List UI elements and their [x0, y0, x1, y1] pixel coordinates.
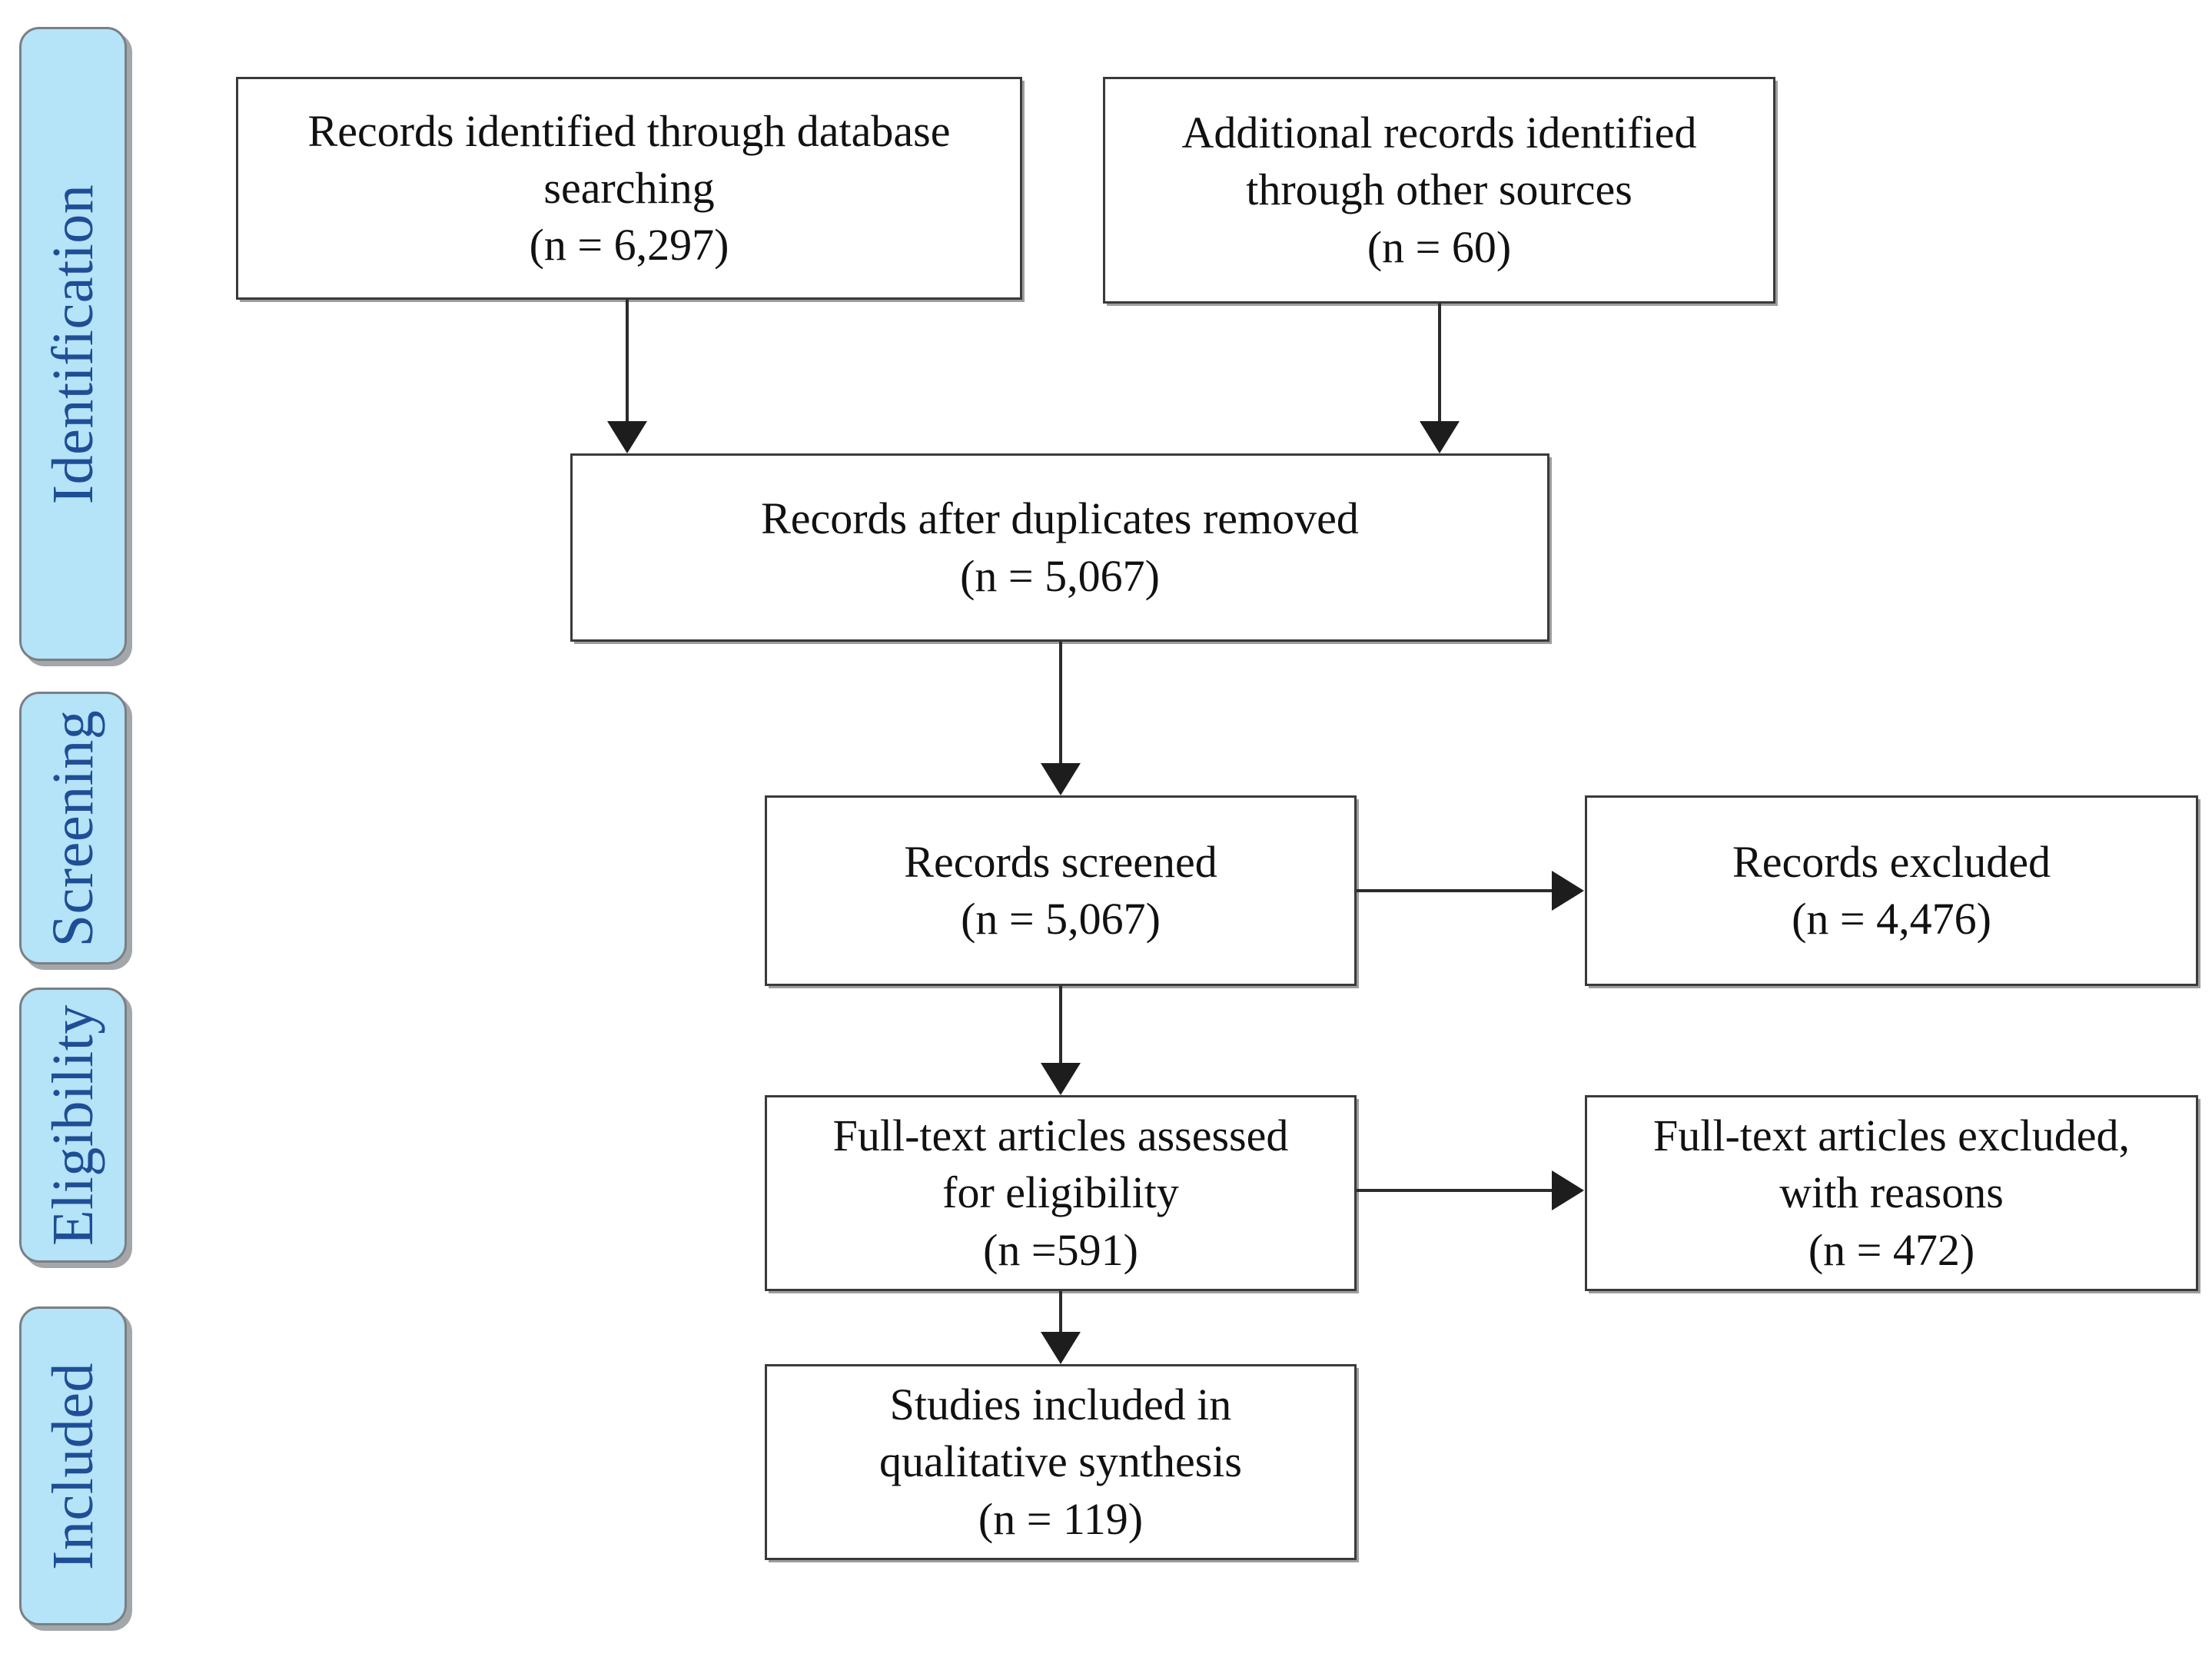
box-studies-included-text: Studies included in qualitative synthesi… — [879, 1379, 1242, 1544]
stage-tab-eligibility-label: Eligibility — [41, 1004, 106, 1246]
box-fulltext-excluded[interactable]: Full-text articles excluded, with reason… — [1585, 1095, 2198, 1291]
box-records-screened[interactable]: Records screened (n = 5,067) — [765, 795, 1357, 986]
box-records-excluded[interactable]: Records excluded (n = 4,476) — [1585, 795, 2198, 986]
box-after-duplicates-text: Records after duplicates removed (n = 5,… — [761, 493, 1359, 601]
stage-tab-screening-label: Screening — [41, 709, 106, 947]
box-database-records[interactable]: Records identified through database sear… — [236, 77, 1022, 300]
stage-tab-identification[interactable]: Identification — [19, 27, 127, 661]
stage-tab-included-label: Included — [41, 1362, 106, 1570]
stage-tab-eligibility[interactable]: Eligibility — [19, 988, 127, 1263]
box-other-records[interactable]: Additional records identified through ot… — [1103, 77, 1775, 304]
connector-fulltext-to-excluded-arrow — [1552, 1170, 1584, 1210]
box-fulltext-excluded-text: Full-text articles excluded, with reason… — [1652, 1111, 2131, 1275]
connector-screened-to-excluded-line — [1357, 889, 1553, 892]
connector-database-to-duplicates-line — [626, 300, 629, 424]
box-fulltext-assessed[interactable]: Full-text articles assessed for eligibil… — [765, 1095, 1357, 1291]
connector-duplicates-to-screened-arrow — [1041, 763, 1081, 795]
box-records-screened-text: Records screened (n = 5,067) — [904, 836, 1217, 944]
stage-tab-screening[interactable]: Screening — [19, 692, 127, 964]
connector-screened-to-excluded-arrow — [1552, 871, 1584, 911]
connector-other-to-duplicates-arrow — [1420, 421, 1460, 453]
connector-fulltext-to-included-line — [1059, 1291, 1062, 1333]
box-after-duplicates[interactable]: Records after duplicates removed (n = 5,… — [570, 453, 1549, 642]
connector-screened-to-fulltext-line — [1059, 986, 1062, 1064]
box-other-records-text: Additional records identified through ot… — [1181, 108, 1697, 272]
connector-fulltext-to-included-arrow — [1041, 1332, 1081, 1364]
connector-database-to-duplicates-arrow — [607, 421, 647, 453]
box-fulltext-assessed-text: Full-text articles assessed for eligibil… — [832, 1111, 1289, 1275]
connector-screened-to-fulltext-arrow — [1041, 1063, 1081, 1095]
connector-other-to-duplicates-line — [1438, 304, 1441, 424]
box-database-records-text: Records identified through database sear… — [307, 105, 951, 271]
box-records-excluded-text: Records excluded (n = 4,476) — [1732, 836, 2051, 944]
connector-duplicates-to-screened-line — [1059, 642, 1062, 766]
stage-tab-included[interactable]: Included — [19, 1306, 127, 1625]
stage-tab-identification-label: Identification — [41, 184, 106, 504]
connector-fulltext-to-excluded-line — [1357, 1189, 1553, 1192]
box-studies-included[interactable]: Studies included in qualitative synthesi… — [765, 1364, 1357, 1560]
